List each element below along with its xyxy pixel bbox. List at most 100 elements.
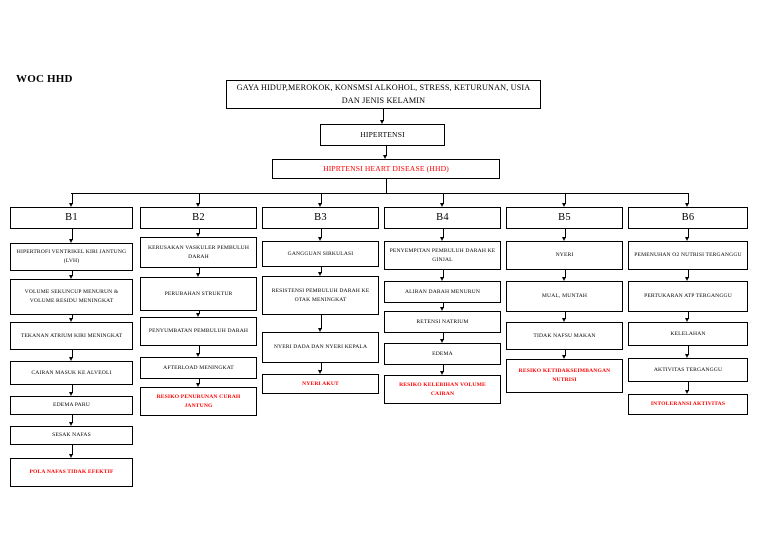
connector-b1-2 bbox=[72, 315, 73, 319]
diagnosis-node-b6-4-label: INTOLERANSI AKTIVITAS bbox=[650, 401, 726, 408]
node-hipertensi: HIPERTENSI bbox=[320, 124, 445, 146]
arrow-head-icon bbox=[440, 237, 445, 241]
connector-b5-1 bbox=[565, 270, 566, 278]
column-header-b6: B6 bbox=[628, 207, 748, 229]
connector-hhd-to-bar bbox=[386, 179, 387, 193]
node-b5-2-label: TIDAK NAFSU MAKAN bbox=[533, 332, 596, 339]
connector-b1-6 bbox=[72, 445, 73, 455]
node-b3-0-label: GANGGUAN SIRKULASI bbox=[287, 250, 354, 257]
arrow-head-icon bbox=[318, 370, 323, 374]
column-header-b1-label: B1 bbox=[65, 211, 78, 223]
node-b2-2: PENYUMBATAN PEMBULUH DARAH bbox=[140, 317, 257, 346]
connector-bar-to-b4 bbox=[443, 193, 444, 204]
connector-b4-4 bbox=[443, 365, 444, 372]
diagnosis-node-b3-3-label: NYERI AKUT bbox=[302, 380, 339, 387]
arrow-head-icon bbox=[196, 353, 201, 357]
node-b2-3: AFTERLOAD MENINGKAT bbox=[140, 357, 257, 379]
node-hhd: HIPRTENSI HEART DISEASE (HHD) bbox=[272, 159, 500, 179]
column-header-b5: B5 bbox=[506, 207, 623, 229]
node-b5-0-label: NYERI bbox=[555, 252, 574, 259]
arrow-head-icon bbox=[562, 237, 567, 241]
diagnosis-node-b3-3: NYERI AKUT bbox=[262, 374, 379, 394]
arrow-head-icon bbox=[196, 383, 201, 387]
node-b4-3: EDEMA bbox=[384, 343, 501, 365]
node-b2-3-label: AFTERLOAD MENINGKAT bbox=[163, 364, 234, 371]
connector-b4-0 bbox=[443, 229, 444, 238]
connector-b6-2 bbox=[688, 312, 689, 319]
arrow-head-icon bbox=[69, 275, 74, 279]
diagnosis-node-b4-4: RESIKO KELEBIHAN VOLUME CAIRAN bbox=[384, 375, 501, 404]
node-risk-factors-label: GAYA HIDUP,MEROKOK, KONSMSI ALKOHOL, STR… bbox=[236, 83, 531, 105]
column-header-b4-label: B4 bbox=[436, 211, 449, 223]
arrow-head-icon bbox=[440, 307, 445, 311]
connector-b5-2 bbox=[565, 312, 566, 319]
arrow-head-icon bbox=[196, 273, 201, 277]
node-b1-5-label: SESAK NAFAS bbox=[52, 432, 91, 439]
column-header-b4: B4 bbox=[384, 207, 501, 229]
column-header-b2-label: B2 bbox=[192, 211, 205, 223]
connector-b4-2 bbox=[443, 303, 444, 308]
connector-bar-to-b6 bbox=[688, 193, 689, 204]
connector-b4-3 bbox=[443, 333, 444, 340]
node-b3-2: NYERI DADA DAN NYERI KEPALA bbox=[262, 332, 379, 363]
arrow-head-icon bbox=[562, 318, 567, 322]
node-b2-0-label: KERUSAKAN VASKULER PEMBULUH DARAH bbox=[147, 244, 250, 260]
node-risk-factors: GAYA HIDUP,MEROKOK, KONSMSI ALKOHOL, STR… bbox=[226, 80, 541, 109]
connector-b6-0 bbox=[688, 229, 689, 238]
column-header-b6-label: B6 bbox=[681, 211, 695, 223]
connector-b3-2 bbox=[321, 315, 322, 329]
node-b1-1: VOLUME SEKUNCUP MENURUN & VOLUME RESIDU … bbox=[10, 279, 133, 315]
node-b6-2: KELELAHAN bbox=[628, 322, 748, 346]
node-b4-1-label: ALIRAN DARAH MENURUN bbox=[404, 288, 481, 295]
node-b4-0: PENYEMPITAN PEMBULUH DARAH KE GINJAL bbox=[384, 241, 501, 270]
column-header-b2: B2 bbox=[140, 207, 257, 229]
arrow-head-icon bbox=[685, 354, 690, 358]
node-b1-4: EDEMA PARU bbox=[10, 396, 133, 415]
connector-b2-1 bbox=[199, 268, 200, 274]
node-b1-2-label: TEKANAN ATRIUM KIRI MENINGKAT bbox=[20, 332, 123, 339]
diagnosis-node-b2-4: RESIKO PENURUNAN CURAH JANTUNG bbox=[140, 387, 257, 416]
arrow-head-icon bbox=[318, 237, 323, 241]
connector-b3-3 bbox=[321, 363, 322, 371]
connector-b4-1 bbox=[443, 270, 444, 278]
node-b6-3: AKTIVITAS TERGANGGU bbox=[628, 358, 748, 382]
connector-bar-to-b2 bbox=[199, 193, 200, 204]
node-b1-1-label: VOLUME SEKUNCUP MENURUN & VOLUME RESIDU … bbox=[24, 289, 119, 304]
node-b3-2-label: NYERI DADA DAN NYERI KEPALA bbox=[273, 344, 368, 351]
arrow-head-icon bbox=[685, 237, 690, 241]
diagnosis-node-b1-6: POLA NAFAS TIDAK EFEKTIF bbox=[10, 458, 133, 487]
connector-b1-4 bbox=[72, 385, 73, 393]
column-header-b5-label: B5 bbox=[558, 211, 571, 223]
diagnosis-node-b1-6-label: POLA NAFAS TIDAK EFEKTIF bbox=[29, 469, 114, 476]
node-b6-0-label: PEMENUHAN O2 NUTRISI TERGANGGU bbox=[634, 252, 742, 259]
node-b1-0-label: HIPERTROFI VENTRIKEL KIRI JANTUNG (LVH) bbox=[16, 249, 127, 264]
arrow-head-icon bbox=[69, 392, 74, 396]
node-b2-1: PERUBAHAN STRUKTUR bbox=[140, 277, 257, 311]
diagnosis-node-b2-4-label: RESIKO PENURUNAN CURAH JANTUNG bbox=[156, 393, 241, 409]
node-b6-1: PERTUKARAN ATP TERGANGGU bbox=[628, 281, 748, 312]
connector-b6-4 bbox=[688, 382, 689, 391]
arrow-head-icon bbox=[69, 318, 74, 322]
node-b5-1-label: MUAL, MUNTAH bbox=[541, 293, 588, 300]
node-b2-0: KERUSAKAN VASKULER PEMBULUH DARAH bbox=[140, 237, 257, 268]
arrow-head-icon bbox=[685, 203, 690, 207]
diagnosis-node-b5-3: RESIKO KETIDAKSEIMBANGAN NUTRISI bbox=[506, 359, 623, 393]
node-b3-1: RESISTENSI PEMBULUH DARAH KE OTAK MENING… bbox=[262, 276, 379, 315]
node-b5-0: NYERI bbox=[506, 241, 623, 270]
connector-b1-1 bbox=[72, 271, 73, 276]
node-b6-0: PEMENUHAN O2 NUTRISI TERGANGGU bbox=[628, 241, 748, 270]
connector-bar-to-b5 bbox=[565, 193, 566, 204]
arrow-head-icon bbox=[562, 203, 567, 207]
column-header-b3: B3 bbox=[262, 207, 379, 229]
node-b4-0-label: PENYEMPITAN PEMBULUH DARAH KE GINJAL bbox=[389, 247, 496, 263]
arrow-head-icon bbox=[69, 357, 74, 361]
node-b4-2: RETENSI NATRIUM bbox=[384, 311, 501, 333]
arrow-head-icon bbox=[69, 422, 74, 426]
diagnosis-node-b6-4: INTOLERANSI AKTIVITAS bbox=[628, 394, 748, 415]
node-b5-1: MUAL, MUNTAH bbox=[506, 281, 623, 312]
connector-b2-4 bbox=[199, 379, 200, 384]
node-b6-3-label: AKTIVITAS TERGANGGU bbox=[653, 366, 723, 373]
connector-b6-3 bbox=[688, 346, 689, 355]
node-b4-1: ALIRAN DARAH MENURUN bbox=[384, 281, 501, 303]
diagnosis-node-b4-4-label: RESIKO KELEBIHAN VOLUME CAIRAN bbox=[399, 381, 486, 397]
